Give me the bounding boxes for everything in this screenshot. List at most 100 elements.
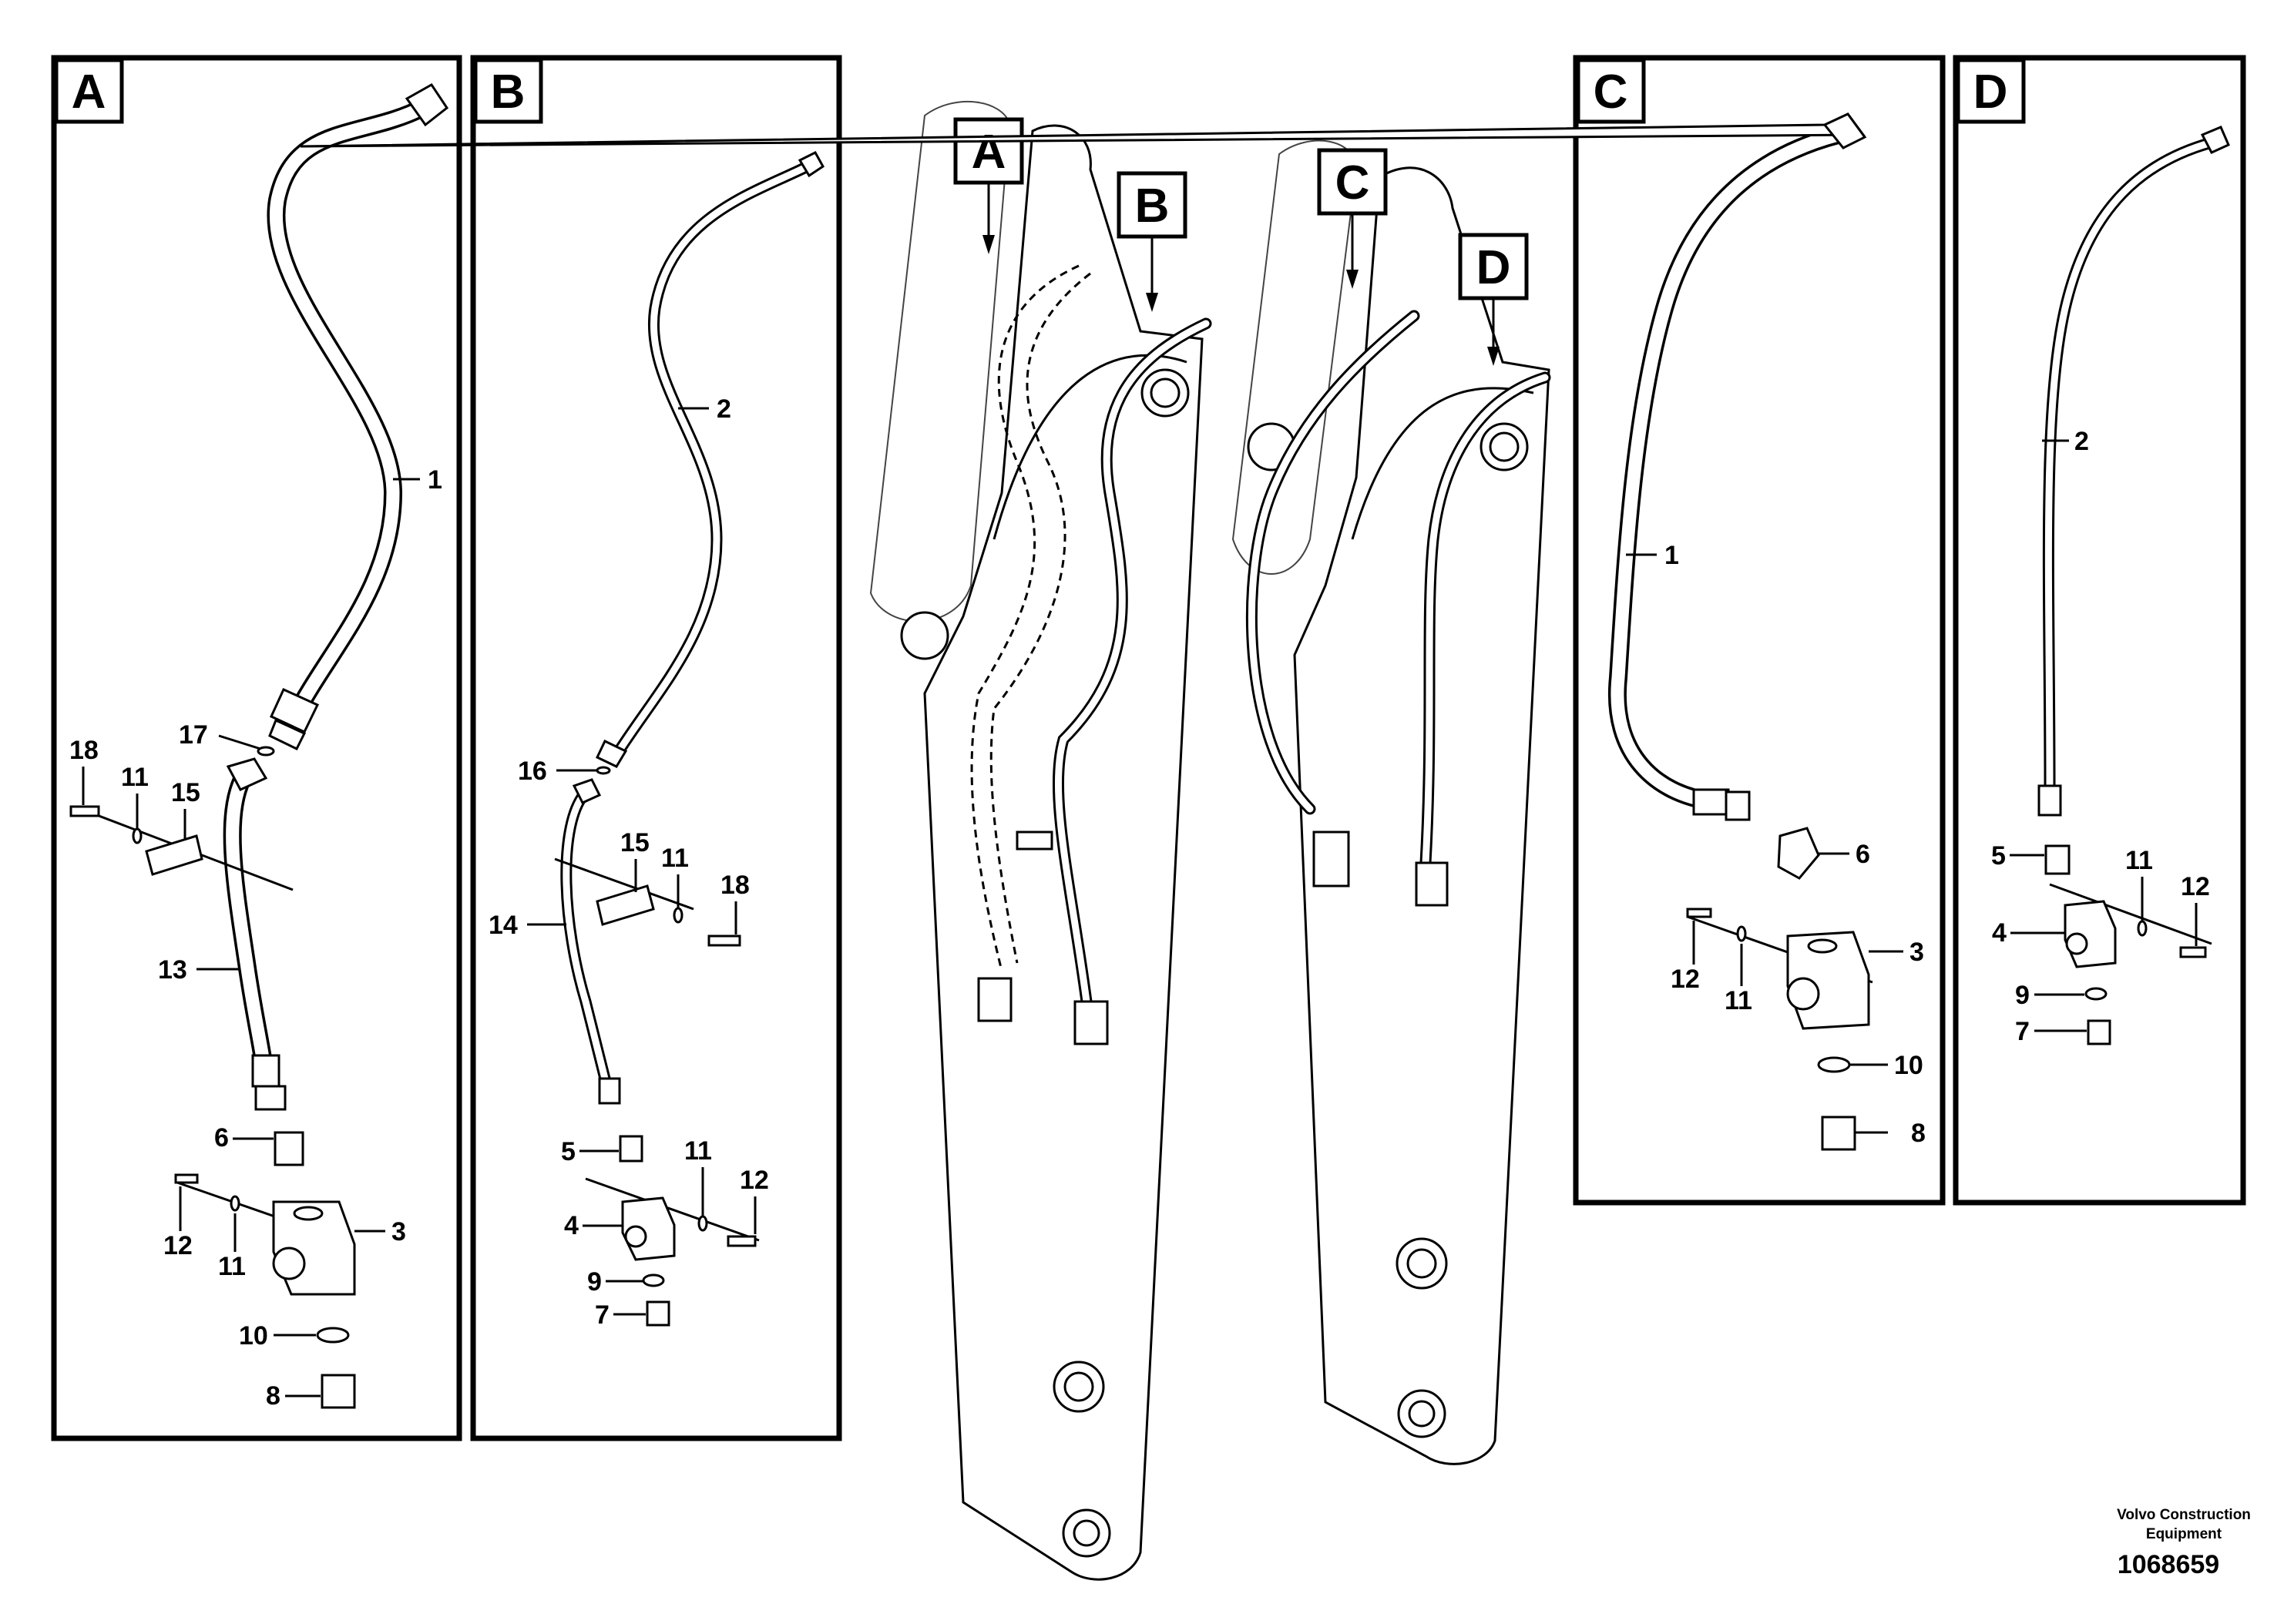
oring-17-a <box>257 746 275 757</box>
callout-b: B <box>1117 171 1187 312</box>
label-8-a: 8 <box>266 1381 280 1411</box>
hose-13-elbow <box>226 757 268 791</box>
washer-11-c <box>1736 925 1747 942</box>
label-17-a: 17 <box>179 720 208 750</box>
adapter-5-d <box>2044 844 2071 875</box>
bolt-18-b <box>707 934 741 947</box>
plug-8-c <box>1821 1116 1856 1151</box>
panel-c-tag-box <box>1576 58 1646 124</box>
clamp-15-a <box>145 834 203 876</box>
panel-a: A <box>51 55 462 1441</box>
label-13-a: 13 <box>158 955 187 985</box>
callout-d: D <box>1458 233 1529 366</box>
panel-a-frame <box>51 55 462 1441</box>
plug-7-d <box>2087 1019 2111 1045</box>
hose-2-d <box>2037 126 2230 817</box>
hose-1-ferrule <box>270 688 320 733</box>
label-12-b: 12 <box>740 1166 769 1195</box>
panel-d-tag-box <box>1956 58 2026 124</box>
clamp-15-b <box>596 884 655 926</box>
washer-11-a-top <box>132 827 143 844</box>
label-15-a: 15 <box>171 778 200 807</box>
boom-right <box>1231 139 1551 1465</box>
clamp-axis-b <box>554 857 694 911</box>
hose-1-c-nut <box>1725 790 1751 821</box>
label-4-d: 4 <box>1992 918 2007 948</box>
panel-c-tag: C <box>1594 65 1628 119</box>
label-11-a-top: 11 <box>121 763 149 792</box>
label-10-c: 10 <box>1894 1051 1923 1080</box>
label-9-d: 9 <box>2015 981 2030 1010</box>
panel-b-tag-box <box>473 58 543 124</box>
panel-c-frame <box>1573 55 1946 1206</box>
label-9-b: 9 <box>587 1267 602 1297</box>
callout-a: A <box>953 117 1024 254</box>
bolt-12-a <box>174 1173 199 1184</box>
label-12-d: 12 <box>2181 872 2210 901</box>
bolt-12-b <box>727 1235 757 1247</box>
plug-7-b <box>646 1300 670 1327</box>
oring-9-d <box>2084 987 2108 1001</box>
label-5-d: 5 <box>1991 841 2006 871</box>
valve-4-b <box>585 1177 760 1261</box>
valve-4-d-port <box>2065 932 2088 955</box>
valve-axis-b <box>585 1177 760 1242</box>
hose-1-nut <box>268 718 307 750</box>
washer-11-a-bottom <box>230 1195 240 1212</box>
hose-2-top-nut <box>798 151 825 178</box>
panel-a-tag-box <box>54 58 124 124</box>
label-6-c: 6 <box>1856 840 1870 869</box>
boom-left-valve-a <box>977 977 1013 1022</box>
hose-14-elbow <box>572 778 602 804</box>
boom-right-web <box>1351 387 1534 540</box>
label-7-d: 7 <box>2015 1017 2030 1046</box>
hose-14-nut <box>598 1077 621 1105</box>
adapter-5-b <box>619 1135 643 1163</box>
washer-11-b-top <box>673 907 683 924</box>
label-10-a: 10 <box>239 1321 268 1351</box>
valve-4-d <box>2049 883 2212 968</box>
valve-4-port <box>624 1225 647 1248</box>
hose-13-ferrule <box>251 1054 280 1088</box>
hose-2-d-nut <box>2037 784 2062 817</box>
panel-b-frame <box>470 55 842 1441</box>
boom-left <box>869 100 1212 1581</box>
boom-left-ghost <box>869 100 1011 622</box>
panel-d: D 2 5 11 12 4 9 7 <box>1953 55 2246 1206</box>
panel-d-frame <box>1953 55 2246 1206</box>
hose-13-a <box>223 757 287 1111</box>
hose-1-top-nut <box>405 83 449 127</box>
label-11-b-top: 11 <box>661 844 689 873</box>
callout-b-box <box>1117 171 1187 239</box>
oring-16-b <box>596 766 611 775</box>
boom-left-dashed-hose-1 <box>970 264 1080 971</box>
label-7-b: 7 <box>595 1300 610 1330</box>
elbow-6-c <box>1777 827 1820 880</box>
label-16-b: 16 <box>518 757 547 786</box>
label-11-a-bottom: 11 <box>218 1252 246 1281</box>
boom-right-valve-c <box>1312 830 1350 887</box>
label-8-c: 8 <box>1911 1119 1926 1148</box>
valve-3-port <box>272 1247 306 1280</box>
bolt-12-c <box>1686 908 1712 918</box>
label-3-c: 3 <box>1909 938 1924 967</box>
label-2-b: 2 <box>717 394 731 424</box>
boom-right-valve-d <box>1415 861 1449 907</box>
boom-right-body <box>1293 166 1550 1465</box>
valve-3-top-port <box>293 1206 324 1221</box>
label-1-a: 1 <box>428 465 442 495</box>
document-number: 1068659 <box>2118 1550 2219 1579</box>
callout-d-text: D <box>1476 241 1511 294</box>
oring-10-a <box>316 1327 350 1344</box>
panel-b: B 2 16 15 11 18 <box>470 55 842 1441</box>
label-18-a: 18 <box>69 736 99 765</box>
plug-8-a <box>321 1374 356 1409</box>
callout-c-text: C <box>1335 156 1370 210</box>
adapter-6-a <box>274 1131 304 1166</box>
label-14-b: 14 <box>489 911 518 940</box>
bolt-12-d <box>2179 946 2207 958</box>
hose-13-nut <box>254 1085 287 1111</box>
hose-2-b <box>596 151 825 768</box>
